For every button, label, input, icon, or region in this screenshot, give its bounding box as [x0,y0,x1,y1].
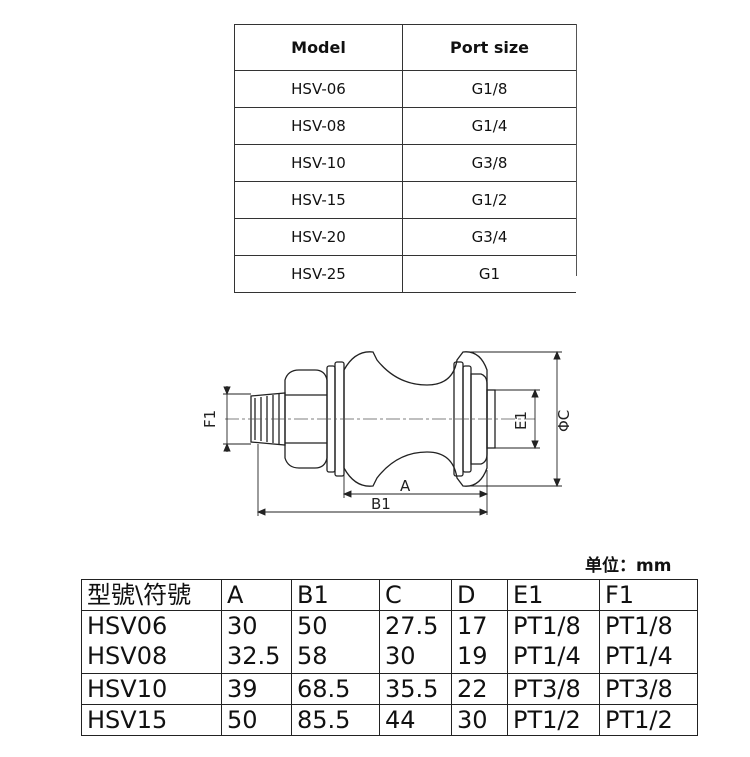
d-value: 19 [457,642,488,670]
dim-label-e1: E1 [512,411,530,430]
d-value: 17 [457,612,488,640]
header-model: Model [234,24,403,71]
model-cell: HSV-15 [234,181,403,219]
unit-label: 单位：mm [585,556,672,576]
b1-cell: 85.5 [291,704,380,736]
table-row: HSV-25 G1 [234,255,576,293]
a-value: 32.5 [227,642,281,670]
header-a: A [221,579,292,611]
table-row: HSV-15 G1/2 [234,181,576,219]
dim-label-b1: B1 [371,495,391,513]
f1-value: PT1/4 [605,642,673,670]
spec-header-row: 型號\符號 A B1 C D E1 F1 [81,579,698,611]
e1-cell: PT1/2 [507,704,600,736]
port-size-cell: G1/4 [402,107,576,145]
table-header-row: Model Port size [234,24,576,71]
table-row: HSV-08 G1/4 [234,107,576,145]
header-b1: B1 [291,579,380,611]
model-value: HSV08 [87,642,168,670]
a-cell: 39 [221,673,292,705]
dim-label-a: A [400,477,411,495]
f1-value: PT1/8 [605,612,673,640]
e1-value: PT1/4 [513,642,581,670]
dim-label-f1: F1 [201,410,219,428]
header-port-size: Port size [402,24,576,71]
table-row: HSV-10 G3/8 [234,144,576,182]
model-cell: HSV-10 [234,144,403,182]
d-cell: 22 [451,673,508,705]
b1-value: 50 [297,612,328,640]
header-d: D [451,579,508,611]
b1-cell: 68.5 [291,673,380,705]
a-value: 30 [227,612,258,640]
port-size-cell: G3/4 [402,218,576,256]
c-value: 30 [385,642,416,670]
model-cell: HSV10 [81,673,222,705]
model-cell: HSV-06 [234,70,403,108]
e1-value: PT1/8 [513,612,581,640]
model-cell: HSV-25 [234,255,403,293]
port-size-cell: G1/8 [402,70,576,108]
port-size-cell: G1/2 [402,181,576,219]
table-row: HSV-06 G1/8 [234,70,576,108]
model-port-table: Model Port size HSV-06 G1/8 HSV-08 G1/4 … [234,24,576,293]
header-f1: F1 [599,579,698,611]
model-cell: HSV-20 [234,218,403,256]
table-right-edge [574,24,577,276]
model-cell: HSV-08 [234,107,403,145]
e1-cell: PT3/8 [507,673,600,705]
header-model-symbol: 型號\符號 [81,579,222,611]
b1-value: 58 [297,642,328,670]
model-value: HSV06 [87,612,168,640]
d-cell: 30 [451,704,508,736]
c-cell: 44 [379,704,452,736]
table-row: HSV15 50 85.5 44 30 PT1/2 PT1/2 [81,704,698,736]
dim-label-c: ΦC [555,410,573,432]
table-row: HSV-20 G3/4 [234,218,576,256]
spool-body [343,351,488,487]
port-size-cell: G3/8 [402,144,576,182]
port-size-cell: G1 [402,255,576,293]
header-e1: E1 [507,579,600,611]
c-value: 27.5 [385,612,439,640]
f1-cell: PT3/8 [599,673,698,705]
c-cell: 35.5 [379,673,452,705]
header-c: C [379,579,452,611]
table-row: HSV10 39 68.5 35.5 22 PT3/8 PT3/8 [81,673,698,705]
fitting-drawing: A B1 ΦC E1 F1 [201,350,573,516]
a-cell: 50 [221,704,292,736]
f1-cell: PT1/2 [599,704,698,736]
model-cell: HSV15 [81,704,222,736]
